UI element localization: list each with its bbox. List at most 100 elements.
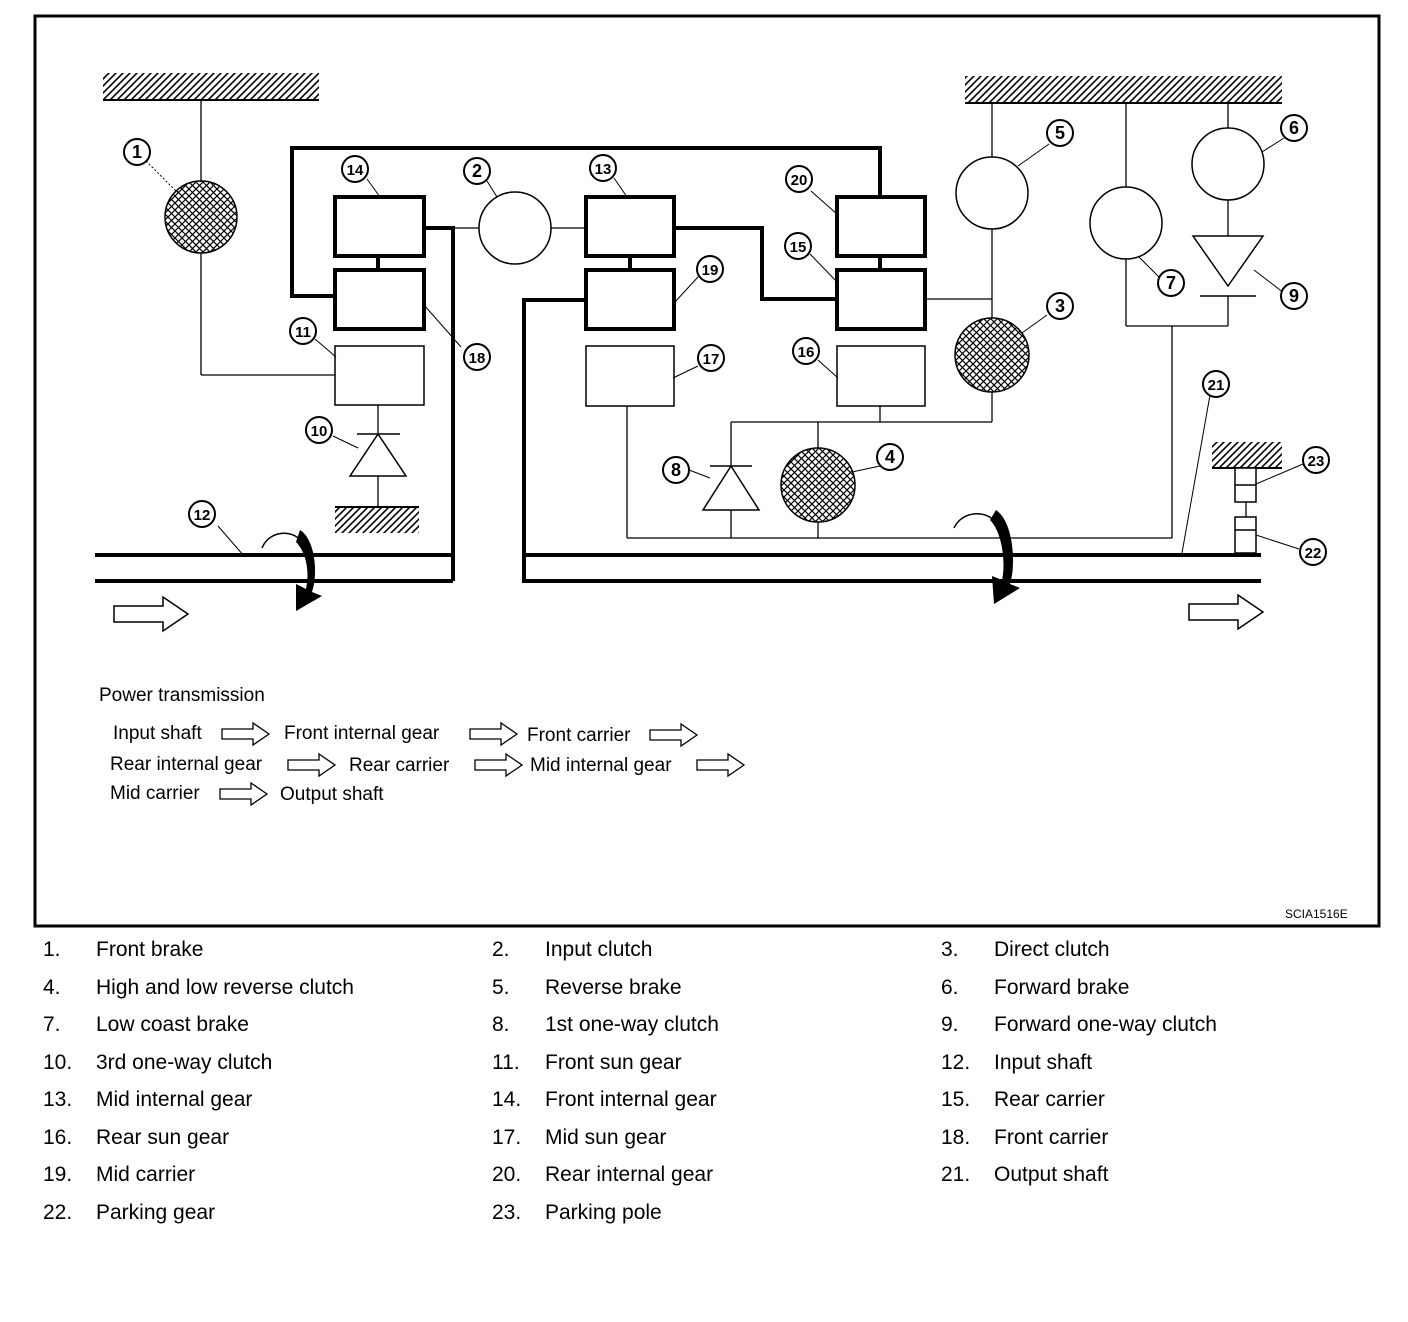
callout-17: 17 (697, 344, 725, 372)
legend-label: Mid carrier (96, 1163, 196, 1186)
rear-internal-gear-box (835, 195, 927, 258)
power-transmission-title: Power transmission (99, 685, 265, 706)
first-one-way-clutch-symbol (701, 464, 761, 511)
callout-number: 8 (671, 460, 681, 480)
legend-label: Input clutch (545, 938, 653, 961)
legend-number: 18. (941, 1125, 971, 1149)
callout-number: 12 (194, 507, 211, 524)
callout-20: 20 (785, 165, 813, 193)
legend-label: 1st one-way clutch (545, 1013, 719, 1036)
figure-code: SCIA1516E (1285, 907, 1348, 921)
legend-label: Front sun gear (545, 1050, 682, 1074)
callout-number: 9 (1289, 286, 1299, 306)
rotation-arrows (261, 510, 1020, 611)
mid-sun-gear-box (585, 345, 675, 407)
callout-9: 9 (1280, 282, 1308, 310)
callout-number: 2 (472, 161, 482, 181)
callout-number: 6 (1289, 118, 1299, 138)
legend-number: 14. (492, 1088, 522, 1111)
callout-15: 15 (784, 232, 812, 260)
legend-label: Rear internal gear (545, 1163, 714, 1186)
legend-number: 23. (492, 1200, 522, 1224)
path-step: Mid internal gear (530, 755, 672, 776)
path-step: Front internal gear (284, 723, 440, 744)
reverse-brake-circle (955, 156, 1029, 230)
legend-number: 7. (43, 1013, 61, 1036)
legend-number: 15. (941, 1088, 971, 1111)
path-step: Front carrier (527, 725, 631, 746)
callout-21: 21 (1202, 370, 1230, 398)
legend-number: 10. (43, 1050, 73, 1074)
callout-10: 10 (305, 416, 333, 444)
legend-number: 6. (941, 975, 959, 999)
low-coast-brake-circle (1089, 186, 1163, 260)
callout-number: 20 (791, 172, 808, 189)
forward-one-way-clutch-symbol (1191, 235, 1265, 288)
callout-number: 16 (798, 344, 815, 361)
callout-number: 21 (1208, 377, 1225, 394)
callout-14: 14 (341, 155, 369, 183)
diagram-frame (33, 14, 1381, 928)
callout-5: 5 (1046, 119, 1074, 147)
legend-number: 5. (492, 975, 510, 999)
legend-label: Front carrier (994, 1125, 1109, 1149)
parking-mechanism (1234, 467, 1257, 554)
legend-label: Reverse brake (545, 975, 682, 999)
legend-label: Direct clutch (994, 938, 1110, 961)
legend-label: Rear carrier (994, 1088, 1105, 1111)
callout-12: 12 (188, 500, 216, 528)
callout-13: 13 (589, 154, 617, 182)
legend-number: 2. (492, 938, 510, 961)
callout-6: 6 (1280, 114, 1308, 142)
front-sun-gear-box (334, 345, 425, 406)
callout-number: 1 (132, 142, 142, 162)
callout-8: 8 (662, 456, 690, 484)
callout-3: 3 (1046, 292, 1074, 320)
rear-sun-gear-box (836, 345, 926, 407)
legend-number: 16. (43, 1125, 73, 1149)
legend-number: 9. (941, 1013, 959, 1036)
legend-number: 4. (43, 975, 61, 999)
callout-number: 5 (1055, 123, 1065, 143)
callout-number: 14 (347, 162, 364, 179)
callout-22: 22 (1299, 538, 1327, 566)
callout-16: 16 (792, 337, 820, 365)
legend-label: Forward one-way clutch (994, 1013, 1217, 1036)
input-clutch-circle (478, 191, 552, 265)
rear-carrier-box (835, 268, 927, 331)
callout-4: 4 (876, 443, 904, 471)
callout-number: 18 (469, 350, 486, 367)
callout-2: 2 (463, 157, 491, 185)
front-brake-circle (164, 180, 238, 254)
gear-boxes (333, 195, 927, 407)
mid-carrier-box (584, 268, 676, 331)
callout-number: 11 (295, 324, 311, 341)
legend-label: Forward brake (994, 975, 1130, 999)
legend-number: 1. (43, 938, 61, 961)
callout-number: 10 (311, 423, 328, 440)
path-step: Rear internal gear (110, 754, 263, 775)
legend-number: 12. (941, 1050, 971, 1074)
callout-number: 22 (1305, 545, 1322, 562)
callout-7: 7 (1157, 269, 1185, 297)
legend-label: Parking gear (96, 1200, 216, 1224)
ground-hatch (103, 73, 1282, 533)
callout-number: 17 (703, 351, 720, 368)
legend-number: 17. (492, 1125, 522, 1149)
legend-number: 20. (492, 1163, 522, 1186)
callout-19: 19 (696, 255, 724, 283)
front-carrier-box (333, 268, 426, 331)
third-one-way-clutch-symbol (348, 432, 408, 477)
callout-number: 19 (702, 262, 719, 279)
legend-label: Front internal gear (545, 1088, 717, 1111)
direct-clutch-circle (954, 317, 1030, 393)
legend-label: High and low reverse clutch (96, 975, 354, 999)
clutch-circles (164, 127, 1265, 523)
legend-number: 3. (941, 938, 959, 961)
legend-label: Parking pole (545, 1200, 662, 1224)
legend-label: Mid sun gear (545, 1125, 667, 1149)
thick-links (95, 146, 1261, 583)
legend-label: Input shaft (994, 1050, 1093, 1074)
mid-internal-gear-box (584, 195, 676, 258)
